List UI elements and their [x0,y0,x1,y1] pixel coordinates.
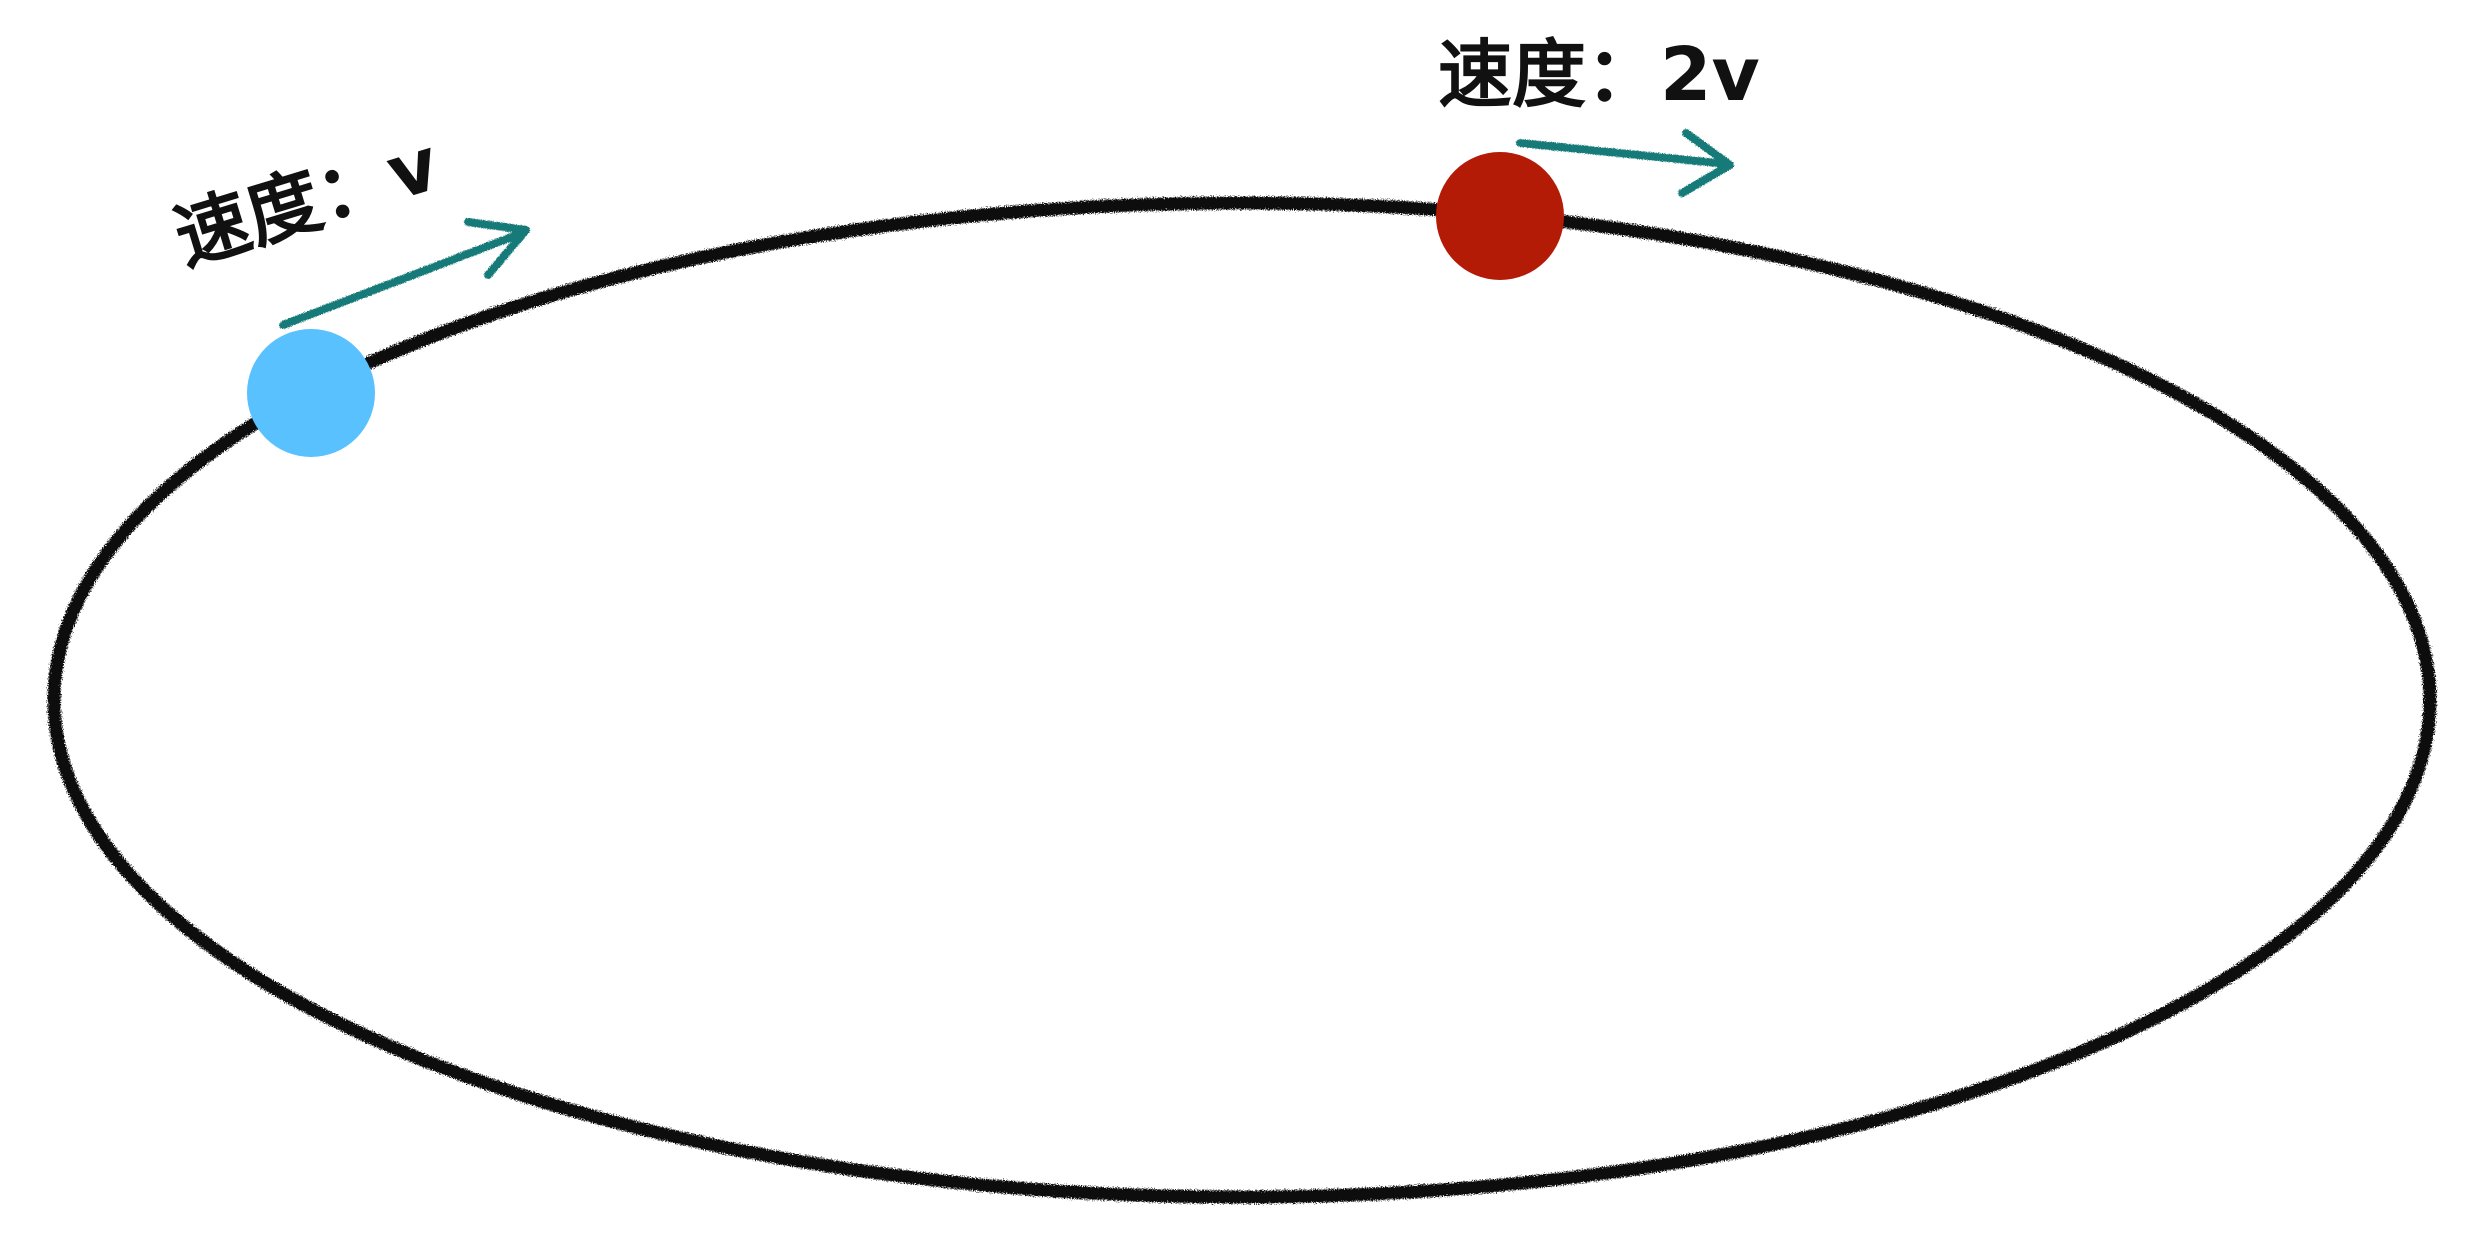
ball-fast-group: 速度：2v [1436,32,1760,280]
ball-slow-group: 速度：v [165,121,530,457]
arrow-right-icon [1516,129,1734,197]
arrow-right-icon [279,218,530,329]
ball-slow [247,329,375,457]
ball-fast-label: 速度：2v [1438,32,1760,118]
ball-fast [1436,152,1564,280]
orbit-track [47,196,2437,1204]
ball-slow-label: 速度：v [165,121,449,282]
